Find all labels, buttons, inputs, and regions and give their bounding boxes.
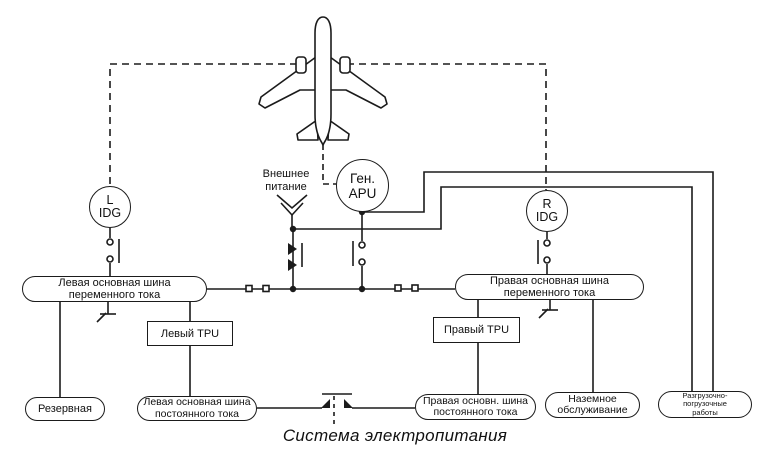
cargo-ops-line1: Разгрузочно- — [682, 390, 728, 400]
ground-service-line1: Наземное — [568, 392, 617, 405]
tail-to-apu-dashed-link — [322, 144, 336, 185]
left-dc-bus-line2: постоянного тока — [155, 407, 239, 420]
right-idg-generator: R IDG — [526, 190, 568, 232]
engine-to-ridg-dashed-link — [347, 63, 547, 190]
engine-to-lidg-dashed-link — [109, 63, 297, 186]
left-tpu-box: Левый TPU — [147, 321, 233, 346]
left-tpu-label: Левый TPU — [160, 327, 220, 340]
left-dc-bus: Левая основная шина постоянного тока — [137, 396, 257, 421]
external-power-contactor-closed — [288, 229, 303, 289]
cargo-ops-line2: погрузочные — [683, 399, 727, 409]
right-ac-bus-feeders — [477, 300, 594, 394]
airplane-icon — [258, 16, 388, 146]
right-idg-label-line2: IDG — [535, 210, 559, 224]
diagram-caption: Система электропитания — [282, 426, 508, 445]
dc-bus-tie-contactor — [257, 393, 415, 428]
cargo-ops-bus: Разгрузочно- погрузочные работы — [658, 391, 752, 418]
reserve-bus-label: Резервная — [38, 403, 92, 415]
right-idg-contactor-open — [537, 232, 551, 274]
cargo-ops-line3: работы — [692, 407, 718, 417]
right-tpu-box: Правый TPU — [433, 317, 520, 343]
extpower-to-cargo-feeder — [293, 186, 693, 392]
ground-service-bus: Наземное обслуживание — [545, 392, 640, 418]
apu-to-cargo-feeder — [362, 171, 714, 392]
external-power-plug-icon — [276, 194, 308, 229]
external-power-label: Внешнее питание — [248, 168, 324, 193]
junction-dots — [289, 208, 366, 293]
left-idg-contactor-open — [106, 228, 120, 276]
left-ac-bus: Левая основная шина переменного тока — [22, 276, 207, 302]
right-dc-bus-line1: Правая основн. шина — [423, 394, 528, 407]
ground-service-line2: обслуживание — [557, 404, 628, 416]
external-power-label-line1: Внешнее — [262, 168, 310, 180]
left-ac-bus-line1: Левая основная шина — [58, 277, 171, 289]
reserve-bus: Резервная — [25, 397, 105, 421]
left-dc-bus-line1: Левая основная шина — [143, 396, 251, 408]
left-idg-label-line1: L — [106, 192, 114, 207]
left-ac-bus-line2: переменного тока — [68, 289, 161, 301]
right-dc-bus-line2: постоянного тока — [433, 406, 518, 418]
right-ac-bus-line1: Правая основная шина — [489, 275, 609, 287]
external-power-label-line2: питание — [265, 180, 307, 193]
left-idg-generator: L IDG — [89, 186, 131, 228]
right-ac-bus: Правая основная шина переменного тока — [455, 274, 644, 300]
ac-bus-tie-line — [207, 284, 455, 293]
right-ac-bus-line2: переменного тока — [503, 287, 596, 299]
apu-generator: Ген. APU — [336, 159, 389, 212]
apu-label-line1: Ген. — [349, 170, 376, 186]
apu-label-line2: APU — [348, 185, 377, 201]
left-idg-label-line2: IDG — [98, 206, 122, 220]
right-dc-bus: Правая основн. шина постоянного тока — [415, 394, 536, 420]
left-ac-bus-feeders — [59, 302, 191, 397]
right-tpu-label: Правый TPU — [443, 324, 510, 336]
apu-contactor-open — [352, 212, 366, 289]
right-idg-label-line1: R — [542, 196, 552, 211]
